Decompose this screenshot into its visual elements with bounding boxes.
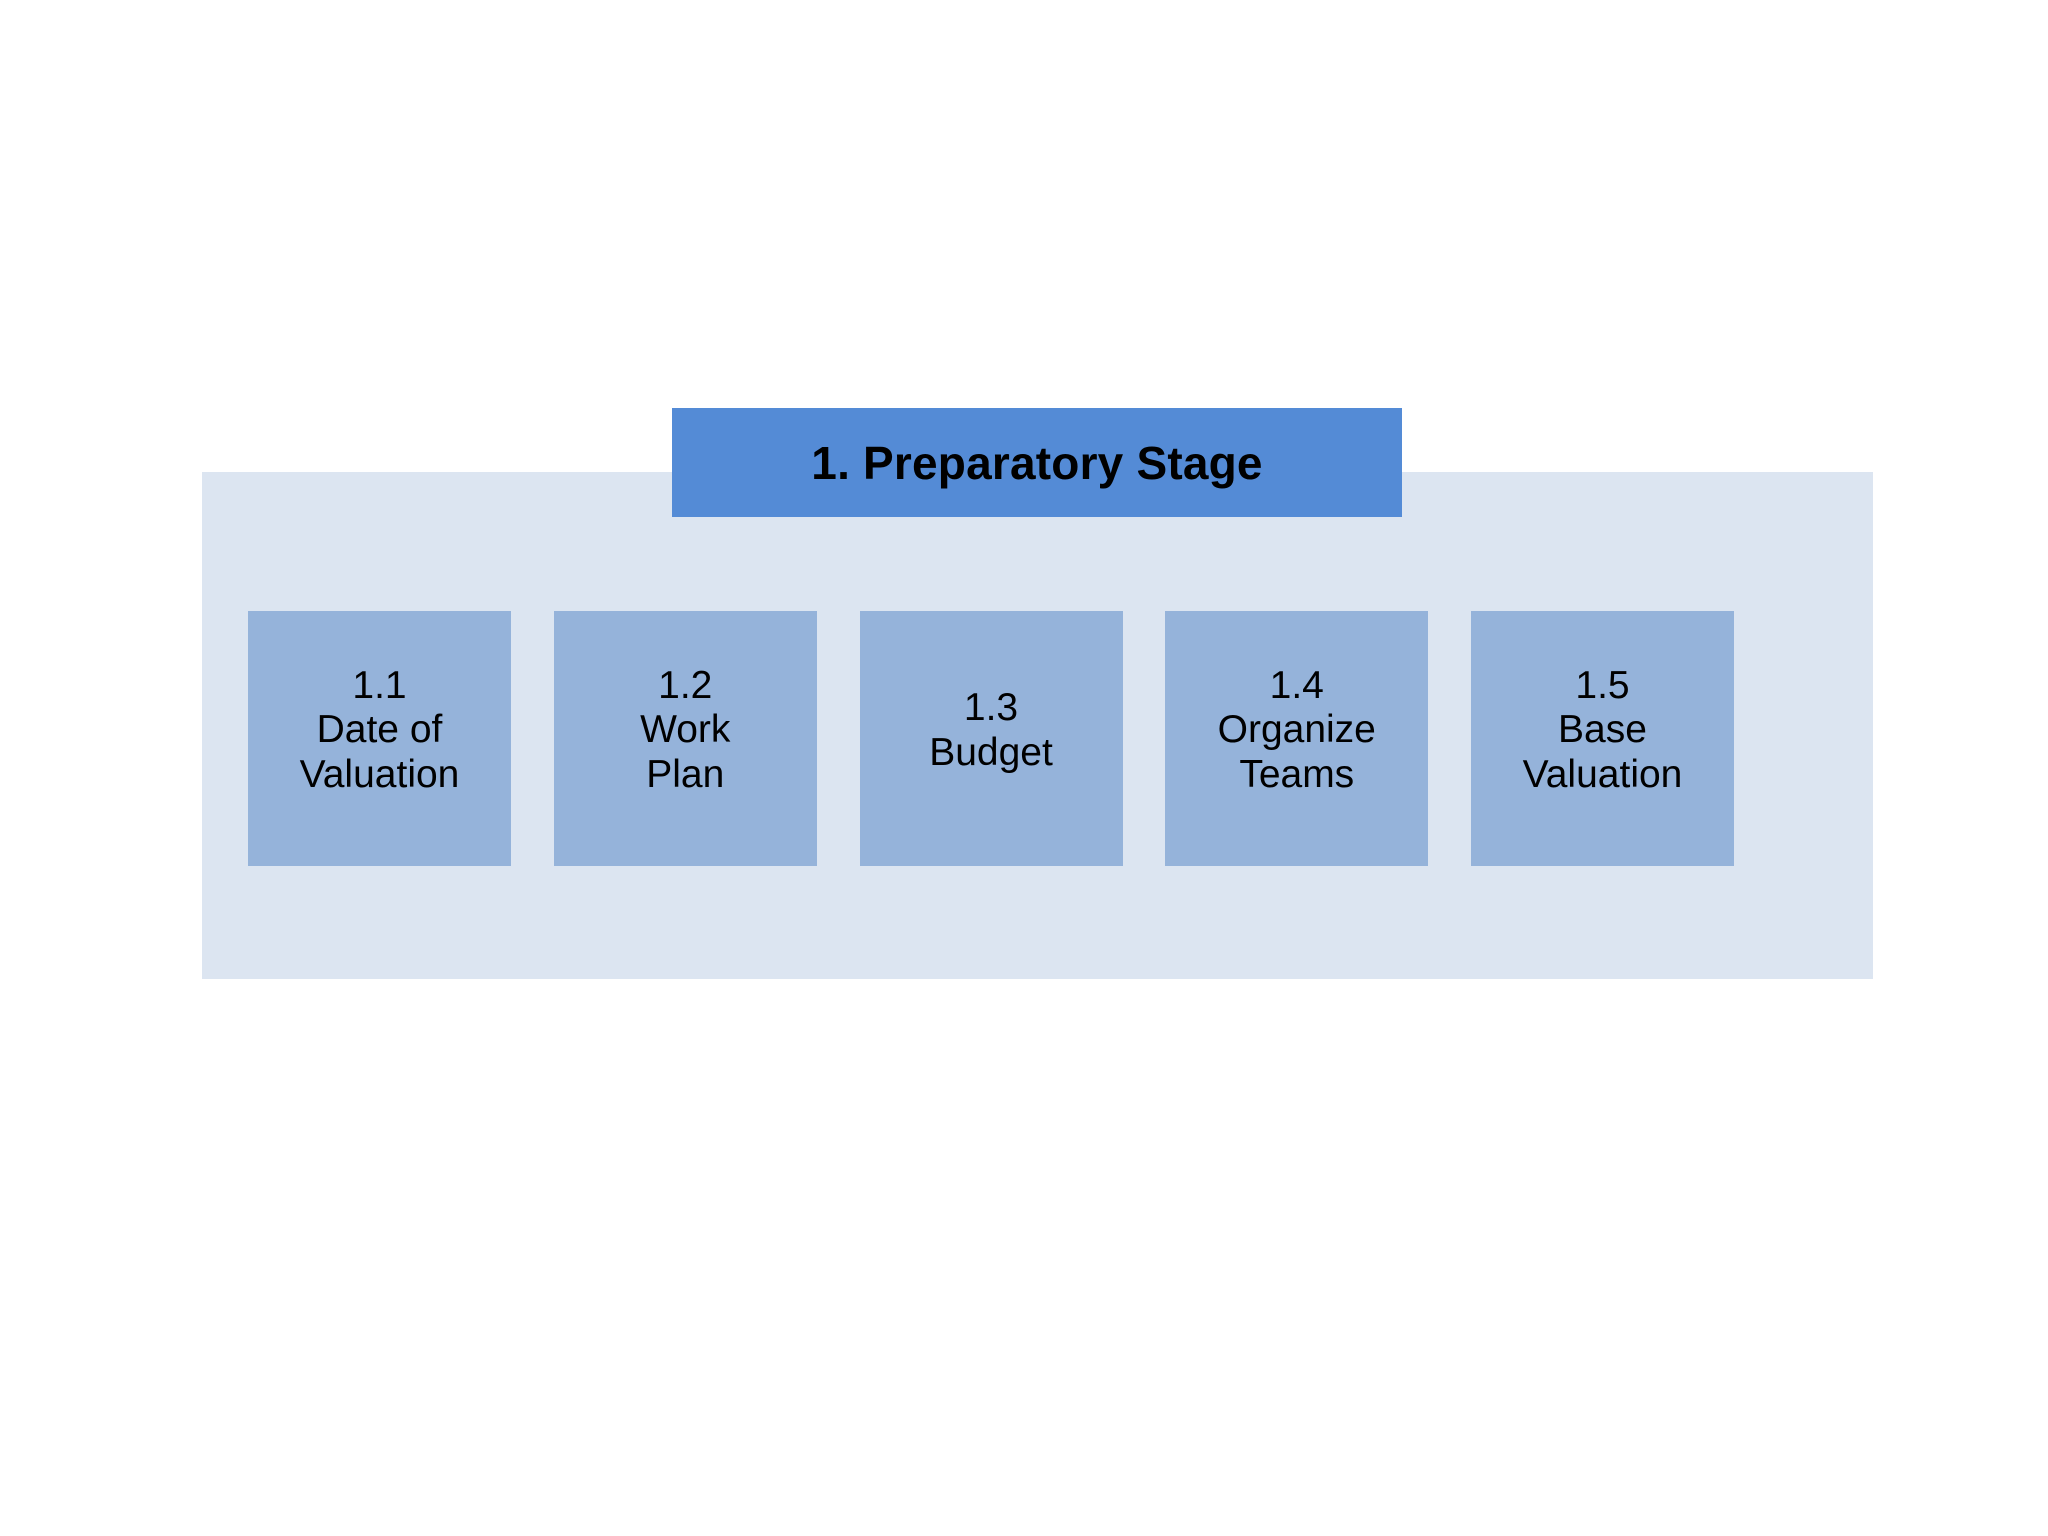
step-box-1-5[interactable]: 1.5 Base Valuation bbox=[1471, 611, 1734, 866]
step-number: 1.5 bbox=[1575, 663, 1630, 707]
stage-header-banner: 1. Preparatory Stage bbox=[672, 408, 1402, 517]
stage-title: 1. Preparatory Stage bbox=[811, 436, 1263, 489]
step-number: 1.2 bbox=[658, 663, 713, 707]
step-box-1-3[interactable]: 1.3 Budget bbox=[859, 611, 1123, 866]
step-label: Work Plan bbox=[640, 708, 731, 796]
steps-row: 1.1 Date of Valuation 1.2 Work Plan 1.3 … bbox=[248, 611, 1734, 866]
step-label: Organize Teams bbox=[1217, 708, 1376, 796]
step-number: 1.1 bbox=[352, 663, 407, 707]
step-number: 1.3 bbox=[963, 686, 1019, 730]
step-box-1-1[interactable]: 1.1 Date of Valuation bbox=[248, 611, 511, 866]
step-label: Base Valuation bbox=[1522, 708, 1683, 796]
step-label: Budget bbox=[929, 730, 1053, 774]
step-label: Date of Valuation bbox=[299, 708, 460, 796]
step-box-1-2[interactable]: 1.2 Work Plan bbox=[553, 611, 817, 866]
step-number: 1.4 bbox=[1269, 663, 1324, 707]
step-box-1-4[interactable]: 1.4 Organize Teams bbox=[1165, 611, 1429, 866]
